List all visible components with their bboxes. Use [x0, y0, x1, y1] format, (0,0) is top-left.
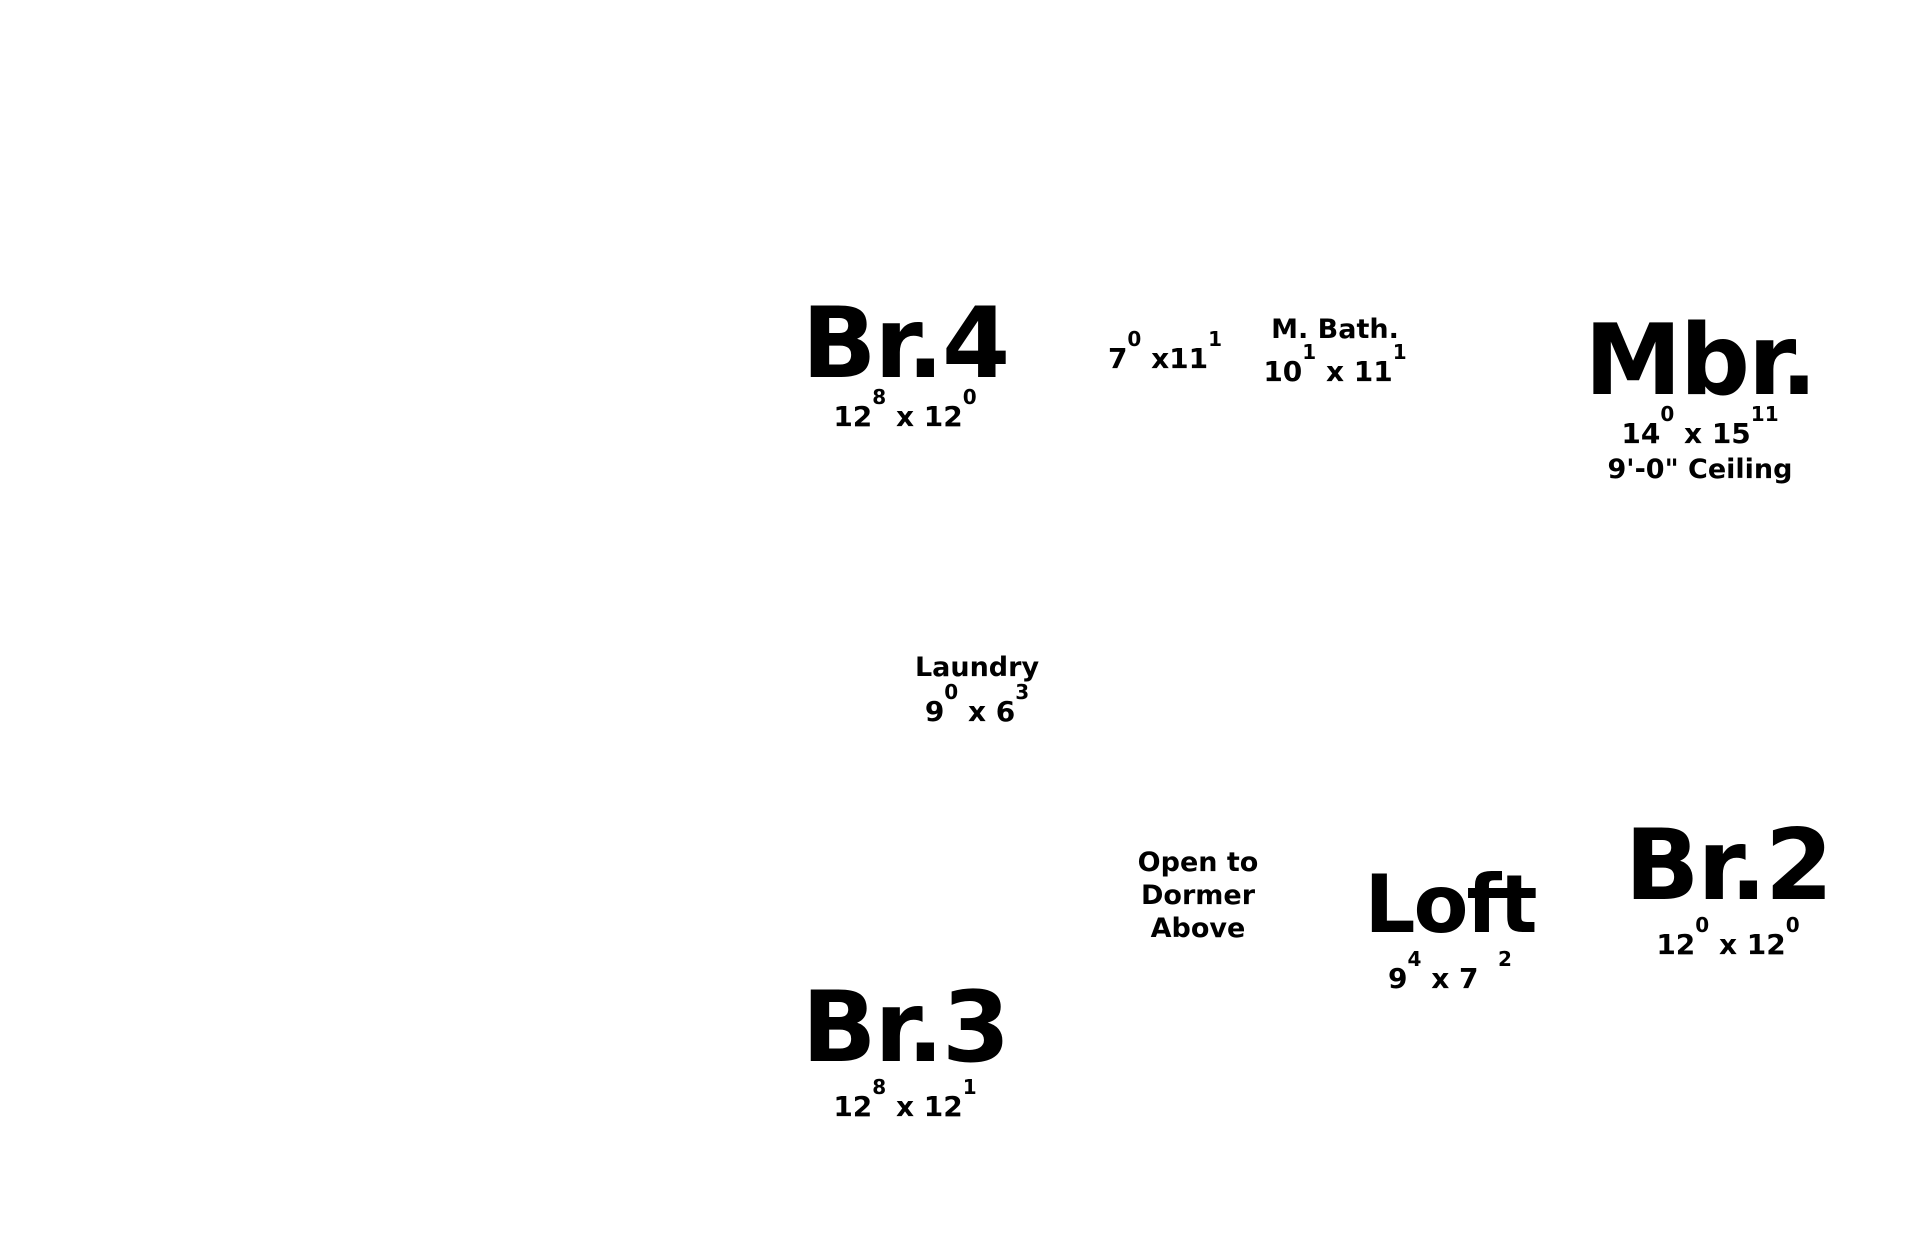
room-master-bath: M. Bath. 101 x 111 — [1263, 314, 1406, 386]
room-name: Mbr. — [1584, 304, 1817, 418]
room-dimensions: 128 x 120 — [833, 385, 977, 433]
room-master-bedroom: Mbr. 140 x 1511 9'-0" Ceiling — [1584, 304, 1817, 486]
open-to-dormer-note: Open to Dormer Above — [1137, 847, 1259, 944]
ceiling-note: 9'-0" Ceiling — [1607, 454, 1793, 485]
room-dimensions: 101 x 111 — [1263, 340, 1407, 389]
room-br2: Br.2 120 x 120 — [1624, 809, 1833, 961]
room-name: Loft — [1364, 858, 1538, 951]
room-dimensions: 140 x 1511 — [1621, 402, 1779, 450]
room-dimensions: 94 x 7 2 — [1388, 947, 1512, 995]
room-dimensions: 120 x 120 — [1656, 913, 1800, 961]
room-dimensions: 70 x111 — [1107, 327, 1223, 375]
room-br4: Br.4 128 x 120 — [801, 287, 1010, 433]
room-laundry: Laundry 90 x 63 — [915, 652, 1039, 726]
room-closet: 70 x111 — [1107, 327, 1223, 375]
room-name: Laundry — [914, 652, 1040, 683]
room-name: Br.3 — [801, 971, 1010, 1085]
room-dimensions: 128 x 121 — [833, 1075, 977, 1123]
room-name: Br.4 — [801, 287, 1010, 401]
room-loft: Loft 94 x 7 2 — [1364, 858, 1538, 995]
room-br3: Br.3 128 x 121 — [801, 971, 1010, 1123]
room-name: M. Bath. — [1271, 314, 1399, 345]
room-name: Br.2 — [1624, 809, 1833, 923]
room-dimensions: 90 x 63 — [924, 680, 1030, 729]
